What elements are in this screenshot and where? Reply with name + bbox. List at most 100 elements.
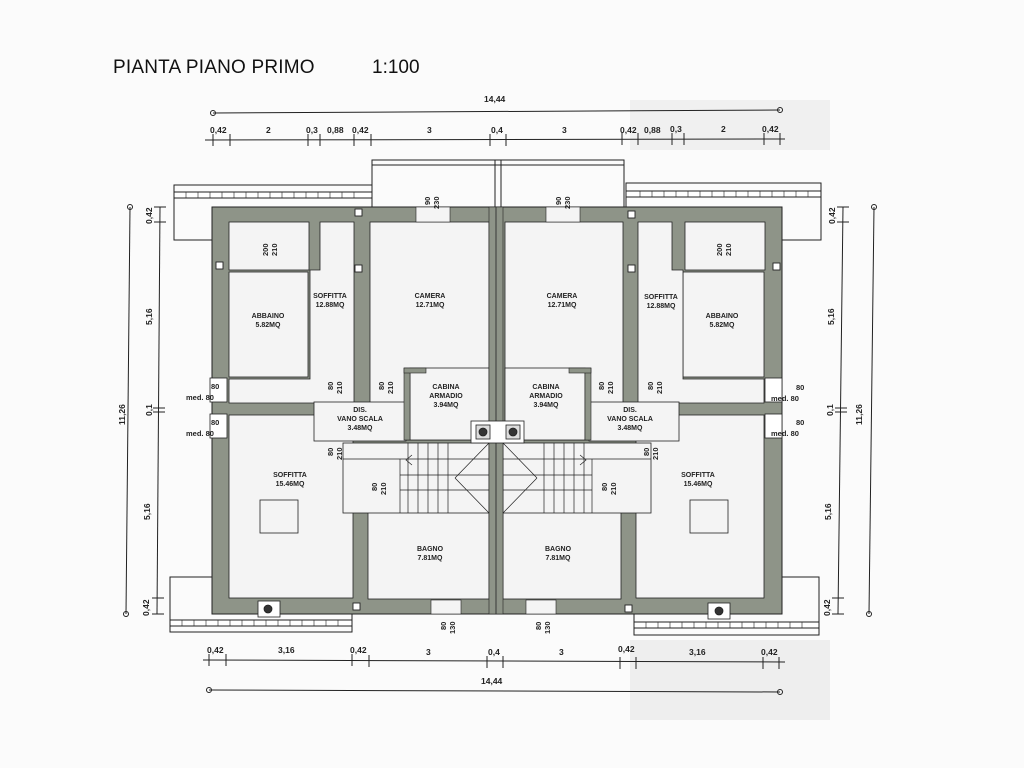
- side-window-label: 80: [211, 382, 219, 391]
- dim-label: 0,4: [488, 647, 500, 657]
- side-window-label: 80: [211, 418, 219, 427]
- room-bagno-right: [502, 511, 622, 600]
- room-area: 12.71MQ: [416, 302, 445, 309]
- room-label: VANO SCALA: [607, 416, 653, 423]
- dim-label: 0,42: [350, 645, 367, 655]
- room-label: SOFFITTA: [681, 472, 715, 479]
- side-window-med-label: med. 80: [771, 429, 799, 438]
- stair-right: [502, 442, 652, 514]
- dim-label: 3,16: [278, 645, 295, 655]
- room-area: 15.46MQ: [684, 481, 713, 488]
- skylight-right: [689, 499, 729, 534]
- skylight-left: [259, 499, 299, 534]
- left-dimension-lines: [123, 204, 166, 617]
- room-label: CAMERA: [415, 293, 446, 300]
- drawing-title: PIANTA PIANO PRIMO: [113, 57, 315, 78]
- room-area: 3.94MQ: [434, 402, 459, 409]
- dim-label: 2: [266, 125, 271, 135]
- room-abbaino-door-zone-left: [228, 221, 310, 271]
- room-area: 7.81MQ: [418, 555, 443, 562]
- drawing-scale: 1:100: [372, 57, 420, 78]
- door-height-label: 210: [655, 381, 664, 394]
- room-label: SOFFITTA: [273, 472, 307, 479]
- room-label: SOFFITTA: [644, 294, 678, 301]
- dim-label: 0,42: [620, 125, 637, 135]
- dim-label: 5,16: [823, 503, 833, 520]
- door-width-label: 80: [642, 448, 651, 456]
- room-area: 7.81MQ: [546, 555, 571, 562]
- room-label: BAGNO: [417, 546, 444, 553]
- dim-label: 0,3: [306, 125, 318, 135]
- room-area: 5.82MQ: [256, 322, 281, 329]
- room-dis-right: [588, 401, 680, 442]
- dim-label: 0,42: [822, 599, 832, 616]
- window-height-label: 130: [543, 621, 552, 634]
- room-soffitta-top-right: [637, 221, 765, 404]
- top-dimension-lines: [204, 107, 786, 146]
- right-total-dimension: 11,26: [854, 404, 864, 425]
- door-width-label: 80: [600, 483, 609, 491]
- dim-label: 0,42: [141, 599, 151, 616]
- room-area: 15.46MQ: [276, 481, 305, 488]
- door-height-label: 210: [386, 381, 395, 394]
- room-area: 3.48MQ: [348, 425, 373, 432]
- dim-label: 0,88: [644, 125, 661, 135]
- dim-label: 5,16: [826, 308, 836, 325]
- bottom-total-dimension: 14,44: [481, 676, 503, 686]
- dim-label: 0,42: [207, 645, 224, 655]
- side-window-label: 80: [796, 418, 804, 427]
- dim-label: 0,42: [352, 125, 369, 135]
- window-width-label: 90: [423, 197, 432, 205]
- side-window-label: 80: [796, 383, 804, 392]
- dim-label: 0,42: [762, 124, 779, 134]
- dim-label: 0,1: [825, 404, 835, 416]
- dim-label: 0,1: [144, 404, 154, 416]
- door-height-label: 210: [379, 482, 388, 495]
- door-height-label: 210: [651, 447, 660, 460]
- side-window-med-label: med. 80: [771, 394, 799, 403]
- opening-labels: 90 230 90 230 200 210 200 210 80 210 80 …: [261, 196, 733, 634]
- side-window-med-label: med. 80: [186, 393, 214, 402]
- room-label: DIS.: [353, 407, 367, 414]
- chimney-bottom: [257, 600, 731, 620]
- dim-label: 3: [559, 647, 564, 657]
- dim-label: 0,42: [761, 647, 778, 657]
- room-label: SOFFITTA: [313, 293, 347, 300]
- dim-label: 0,42: [827, 207, 837, 224]
- left-total-dimension: 11,26: [117, 404, 127, 425]
- door-height-label: 210: [609, 482, 618, 495]
- dim-label: 0,42: [144, 207, 154, 224]
- dim-label: 3: [562, 125, 567, 135]
- door-width-label: 200: [261, 243, 270, 256]
- room-abbaino-left: [228, 271, 309, 378]
- room-label: ABBAINO: [252, 313, 285, 320]
- room-label: ARMADIO: [529, 393, 563, 400]
- door-width-label: 80: [646, 382, 655, 390]
- dim-label: 0,3: [670, 124, 682, 134]
- room-bagno-left: [367, 511, 490, 600]
- door-width-label: 80: [597, 382, 606, 390]
- room-label: CABINA: [532, 384, 559, 391]
- dim-label: 3: [426, 647, 431, 657]
- window-height-label: 230: [432, 196, 441, 209]
- window-width-label: 80: [534, 622, 543, 630]
- door-width-label: 200: [715, 243, 724, 256]
- chimney-center: [470, 420, 525, 444]
- right-dimension-lines: [832, 204, 877, 617]
- dim-label: 3,16: [689, 647, 706, 657]
- room-area: 12.88MQ: [316, 302, 345, 309]
- dim-label: 0,4: [491, 125, 503, 135]
- room-label: DIS.: [623, 407, 637, 414]
- eave-tiles: [181, 191, 809, 628]
- dim-label: 0,42: [618, 644, 635, 654]
- dim-label: 2: [721, 124, 726, 134]
- door-height-label: 210: [270, 243, 279, 256]
- window-height-label: 230: [563, 196, 572, 209]
- door-width-label: 80: [326, 382, 335, 390]
- room-area: 12.71MQ: [548, 302, 577, 309]
- room-area: 3.48MQ: [618, 425, 643, 432]
- door-height-label: 210: [606, 381, 615, 394]
- top-total-dimension: 14,44: [484, 94, 506, 104]
- door-height-label: 210: [335, 381, 344, 394]
